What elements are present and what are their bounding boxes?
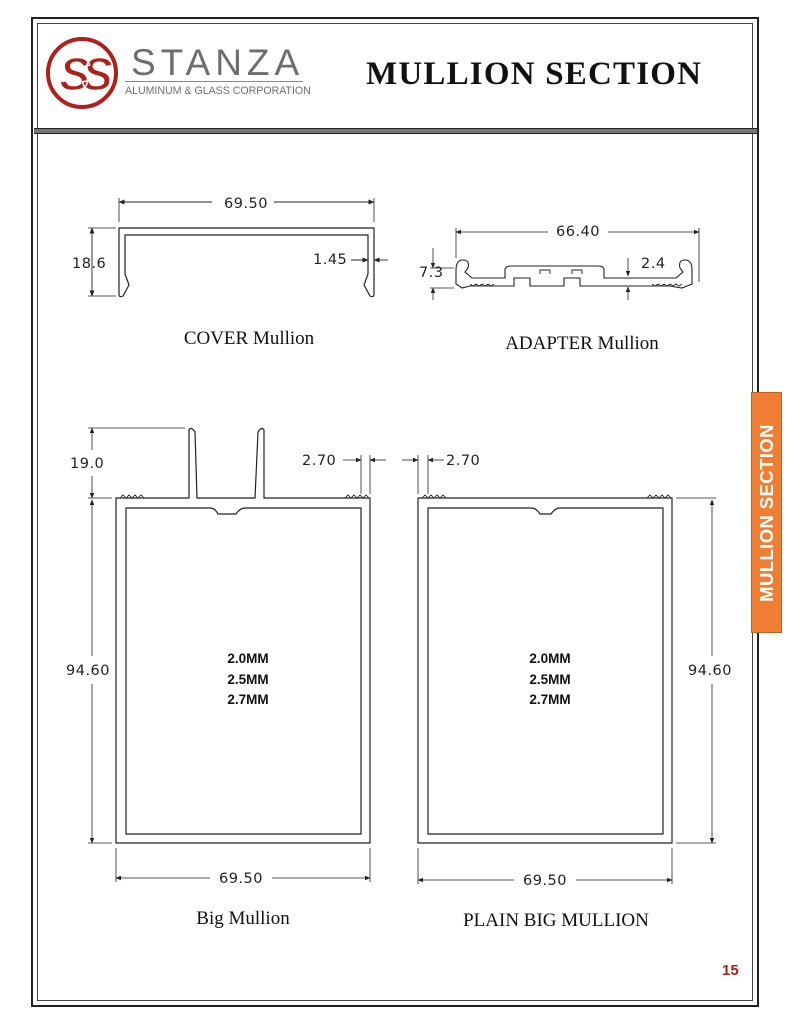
adapter-width-label: 66.40 bbox=[556, 224, 600, 240]
ss-logo-icon: SS bbox=[46, 37, 122, 109]
big-mullion-serrations bbox=[119, 494, 370, 499]
big-mullion-drawing bbox=[115, 427, 371, 844]
adapter-mullion-slots bbox=[539, 269, 583, 274]
adapter-mullion-grooves bbox=[469, 283, 683, 287]
plain-mullion-inner bbox=[427, 507, 664, 835]
cover-mullion-caption: COVER Mullion bbox=[184, 328, 315, 349]
big-mullion-caption: Big Mullion bbox=[196, 908, 290, 929]
adapter-thickness-label: 2.4 bbox=[641, 256, 666, 272]
cover-width-label: 69.50 bbox=[224, 196, 268, 212]
big-thickness-2: 2.5MM bbox=[227, 672, 268, 687]
stanza-logo: SS bbox=[44, 36, 306, 110]
big-height-label: 94.60 bbox=[66, 663, 110, 679]
big-mullion-dimensions bbox=[88, 427, 386, 882]
cover-thickness-label: 1.45 bbox=[313, 252, 347, 268]
plain-thickness-2: 2.5MM bbox=[529, 672, 570, 687]
page-number: 15 bbox=[722, 962, 739, 979]
cover-mullion-profile bbox=[118, 227, 375, 298]
cover-height-label: 18.6 bbox=[72, 256, 106, 272]
big-thickness-1: 2.0MM bbox=[227, 651, 268, 666]
plain-thickness-3: 2.7MM bbox=[529, 692, 570, 707]
plain-big-mullion-drawing bbox=[417, 494, 673, 844]
big-width-label: 69.50 bbox=[219, 871, 263, 887]
adapter-dimensions bbox=[430, 228, 700, 300]
plain-mullion-serrations bbox=[421, 494, 672, 499]
adapter-mullion-profile bbox=[455, 259, 693, 289]
adapter-height-label: 7.3 bbox=[419, 265, 444, 281]
plain-big-mullion-caption: PLAIN BIG MULLION bbox=[463, 910, 649, 931]
cover-mullion-drawing bbox=[88, 198, 388, 298]
header-divider bbox=[34, 128, 757, 134]
plain-height-label: 94.60 bbox=[688, 663, 732, 679]
big-thickness-3: 2.7MM bbox=[227, 692, 268, 707]
plain-width-label: 69.50 bbox=[523, 873, 567, 889]
section-side-tab: MULLION SECTION bbox=[751, 392, 782, 633]
adapter-mullion-caption: ADAPTER Mullion bbox=[505, 333, 659, 354]
brand-underline bbox=[125, 81, 303, 83]
plain-thickness-1: 2.0MM bbox=[529, 651, 570, 666]
adapter-mullion-drawing bbox=[455, 259, 693, 289]
big-mullion-inner bbox=[125, 507, 362, 835]
brand-name: STANZA bbox=[131, 42, 305, 83]
big-fin-height-label: 19.0 bbox=[70, 456, 104, 472]
plain-mullion-dimensions bbox=[402, 455, 716, 884]
brand-subtitle: ALUMINUM & GLASS CORPORATION bbox=[125, 85, 311, 97]
plain-wall-label: 2.70 bbox=[446, 453, 480, 469]
big-wall-label: 2.70 bbox=[302, 453, 336, 469]
page-title: MULLION SECTION bbox=[366, 56, 703, 92]
